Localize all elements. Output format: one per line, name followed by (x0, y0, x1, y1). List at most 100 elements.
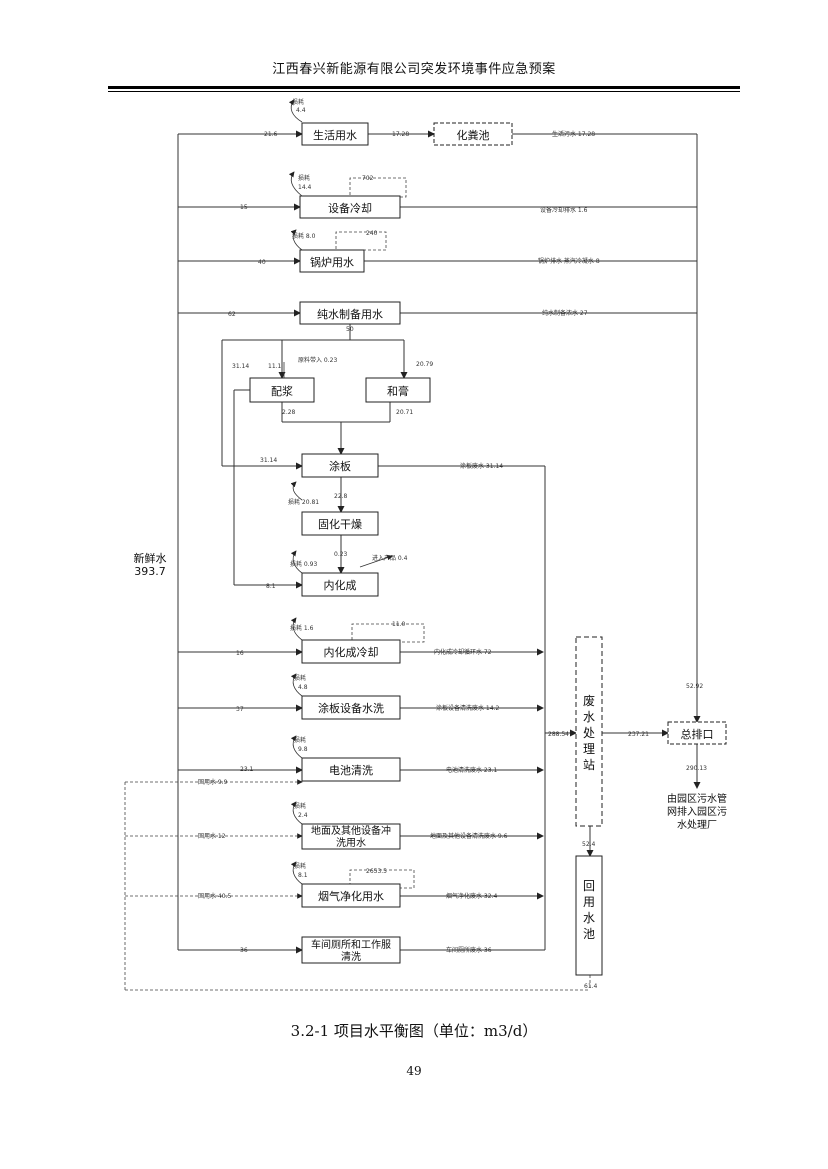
flow-coating-waste: 涂板废水 31.14 (460, 462, 503, 470)
flow-formation-cooling-drain: 内化成冷却循环水 72 (434, 648, 492, 656)
flow-15: 15 (240, 204, 248, 211)
flow-reuse-9: 回用水 9.9 (198, 778, 228, 786)
document-header: 江西春兴新能源有限公司突发环境事件应急预案 (272, 62, 556, 77)
label-domestic-water: 生活用水 (313, 128, 357, 142)
flow-62: 62 (228, 311, 236, 318)
flow-21-6: 21.6 (264, 131, 278, 138)
box-battery-wash (301, 757, 401, 782)
flow-11-0: 11.0 (392, 621, 406, 628)
label-main-outlet: 总排口 (681, 727, 714, 741)
box-formation-cooling (301, 639, 401, 664)
flow-20-71: 20.71 (396, 409, 413, 416)
water-balance-diagram: 生活用水 化粪池 设备冷却 锅炉用水 纯水制备用水 配浆 和膏 涂板 固化干燥 … (124, 98, 727, 991)
header-rule-thick (108, 86, 740, 89)
loss-domestic-2: 4.4 (296, 107, 306, 114)
loss-formation-cooling: 损耗 1.6 (290, 624, 314, 632)
flow-52-92: 52.92 (686, 683, 703, 690)
loss-flue-1: 损耗 (294, 862, 306, 870)
loss-floor-1: 损耗 (294, 802, 306, 810)
flow-61-4: 61.4 (584, 983, 598, 990)
flow-16: 16 (236, 650, 244, 657)
box-wastewater-station (575, 636, 603, 827)
header-rule-thin (108, 91, 740, 92)
label-equipment-cooling: 设备冷却 (328, 201, 372, 215)
figure-caption: 3.2-1 项目水平衡图（单位：m3/d） (290, 1022, 538, 1040)
loss-cooling-1: 损耗 (298, 174, 310, 182)
flow-702: 702 (362, 175, 374, 182)
flow-23-1: 23.1 (240, 766, 254, 773)
flow-237: 237.21 (628, 731, 649, 738)
flow-domestic-sewage: 生活污水 17.28 (552, 130, 595, 138)
source-value: 393.7 (134, 565, 166, 578)
label-workshop-toilet-1: 车间厕所和工作服 (311, 938, 391, 951)
label-formation-cooling: 内化成冷却 (324, 645, 379, 659)
box-septic-tank (433, 122, 513, 146)
outlet-note-1: 由园区污水管 (667, 792, 727, 805)
flow-reuse-12: 回用水 12 (198, 832, 226, 840)
box-domestic-water (301, 122, 369, 146)
loss-domestic-1: 损耗 (292, 98, 304, 106)
flow-20-79: 20.79 (416, 361, 433, 368)
label-floor-wash-1: 地面及其他设备冲 (311, 824, 391, 837)
label-flue-gas: 烟气净化用水 (318, 889, 384, 903)
loss-coating-eq-2: 4.8 (298, 684, 308, 691)
label-wastewater-station: 废水处理站 (583, 693, 595, 772)
label-boiler-water: 锅炉用水 (310, 256, 354, 269)
flow-cooling-drain: 设备冷却排水 1.6 (540, 206, 588, 214)
box-equipment-cooling (299, 195, 401, 219)
box-flue-gas (301, 883, 401, 908)
loss-battery-2: 9.8 (298, 746, 308, 753)
box-boiler-water (299, 249, 365, 273)
source-label: 新鲜水 (134, 551, 167, 565)
flow-2-28: 2.28 (282, 409, 296, 416)
box-paste-kneading (365, 377, 431, 403)
outlet-note-2: 网排入园区污 (667, 805, 727, 818)
flow-50: 50 (346, 326, 354, 333)
loss-formation: 损耗 0.93 (290, 560, 317, 568)
box-plate-coating (301, 453, 379, 478)
loss-boiler: 损耗 8.0 (292, 232, 316, 240)
label-floor-wash-2: 洗用水 (336, 837, 366, 849)
flow-40: 40 (258, 259, 266, 266)
label-curing-drying: 固化干燥 (318, 517, 362, 531)
flow-36: 36 (240, 947, 248, 954)
loss-floor-2: 2.4 (298, 812, 308, 819)
flow-flue-drain: 烟气净化废水 32.4 (446, 892, 497, 900)
flow-coating-eq-drain: 涂板设备清洗废水 14.2 (436, 704, 499, 712)
loss-curing: 损耗 20.81 (288, 498, 319, 506)
label-septic-tank: 化粪池 (457, 128, 490, 142)
flow-reuse-40: 回用水 40.5 (198, 892, 231, 900)
flow-floor-drain: 地面及其他设备清洗废水 9.6 (430, 832, 508, 840)
loss-coating-eq-1: 损耗 (294, 674, 306, 682)
label-reuse-pool: 回用水池 (583, 879, 595, 941)
flow-into-product: 进入产品 0.4 (372, 554, 408, 562)
flow-toilet-drain: 车间厕所废水 36 (446, 946, 492, 954)
flow-battery-drain: 电池清洗废水 23.1 (446, 766, 497, 774)
box-floor-wash (301, 823, 401, 850)
flow-2653: 2653.5 (366, 868, 387, 875)
label-paste-mixing: 配浆 (271, 384, 293, 398)
loss-flue-2: 8.1 (298, 872, 308, 879)
label-plate-coating: 涂板 (329, 459, 351, 473)
label-paste-kneading: 和膏 (387, 384, 409, 398)
loss-battery-1: 损耗 (294, 736, 306, 744)
box-curing-drying (301, 511, 379, 536)
box-main-outlet (667, 721, 727, 745)
flow-37: 37 (236, 706, 244, 713)
page-number: 49 (406, 1064, 422, 1078)
box-coating-equipment-wash (301, 695, 401, 720)
flow-boiler-drain: 锅炉排水 蒸汽冷凝水 8 (538, 257, 600, 265)
flow-288: 288.54 (548, 731, 569, 738)
outlet-note-3: 水处理厂 (677, 819, 717, 831)
flow-290: 290.13 (686, 765, 707, 772)
flow-52-4: 52.4 (582, 841, 596, 848)
label-pure-water: 纯水制备用水 (317, 307, 383, 321)
flow-17-28: 17.28 (392, 131, 409, 138)
box-pure-water (299, 301, 401, 325)
flow-0-23: 0.23 (334, 551, 348, 558)
box-workshop-toilet (301, 936, 401, 964)
flow-31-14: 31.14 (232, 363, 249, 370)
label-formation: 内化成 (324, 578, 357, 592)
flow-11-1: 11.1 (268, 363, 282, 370)
flow-pure-concentrate: 纯水制备浓水 27 (542, 309, 588, 317)
